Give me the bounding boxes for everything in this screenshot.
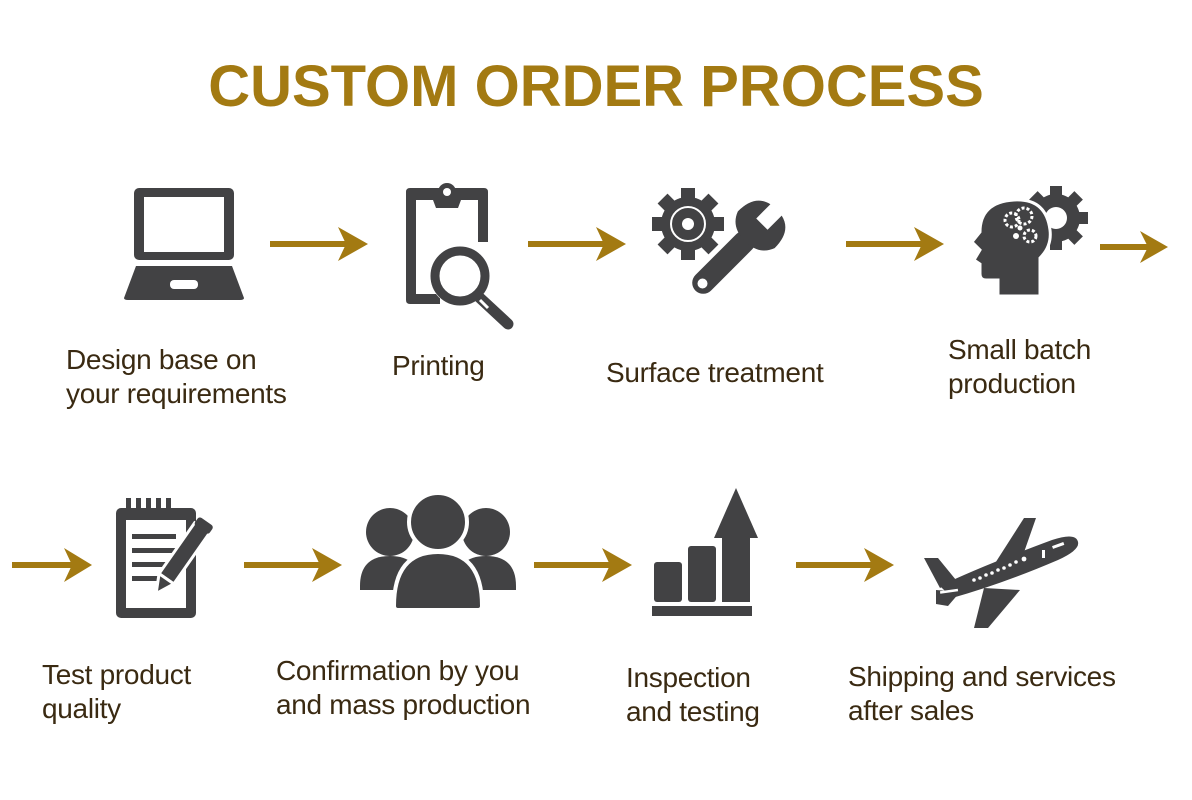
step-label-inspection: Inspection and testing bbox=[626, 662, 760, 727]
notepad-pencil-icon bbox=[112, 498, 224, 622]
arrow-3 bbox=[846, 227, 944, 261]
step-label-small-batch: Small batch production bbox=[948, 334, 1091, 399]
arrow-2 bbox=[528, 227, 626, 261]
arrow-7 bbox=[534, 548, 632, 582]
airplane-icon bbox=[922, 514, 1080, 630]
step-label-printing: Printing bbox=[392, 350, 485, 381]
arrow-1 bbox=[270, 227, 368, 261]
head-gears-icon bbox=[968, 184, 1088, 300]
laptop-icon bbox=[124, 186, 244, 304]
gear-wrench-icon bbox=[652, 184, 812, 310]
step-label-confirmation: Confirmation by you and mass production bbox=[276, 655, 531, 720]
arrow-8 bbox=[796, 548, 894, 582]
arrow-5 bbox=[12, 548, 92, 582]
page-title: CUSTOM ORDER PROCESS bbox=[208, 54, 984, 119]
step-label-shipping: Shipping and services after sales bbox=[848, 661, 1116, 726]
group-people-icon bbox=[358, 494, 518, 612]
arrow-6 bbox=[244, 548, 342, 582]
step-label-test-quality: Test product quality bbox=[42, 659, 191, 724]
step-label-surface-treatment: Surface treatment bbox=[606, 357, 824, 388]
bar-chart-arrow-icon bbox=[652, 488, 758, 618]
arrow-4 bbox=[1100, 231, 1168, 263]
clipboard-magnifier-icon bbox=[400, 182, 518, 330]
step-label-design: Design base on your requirements bbox=[66, 344, 287, 409]
